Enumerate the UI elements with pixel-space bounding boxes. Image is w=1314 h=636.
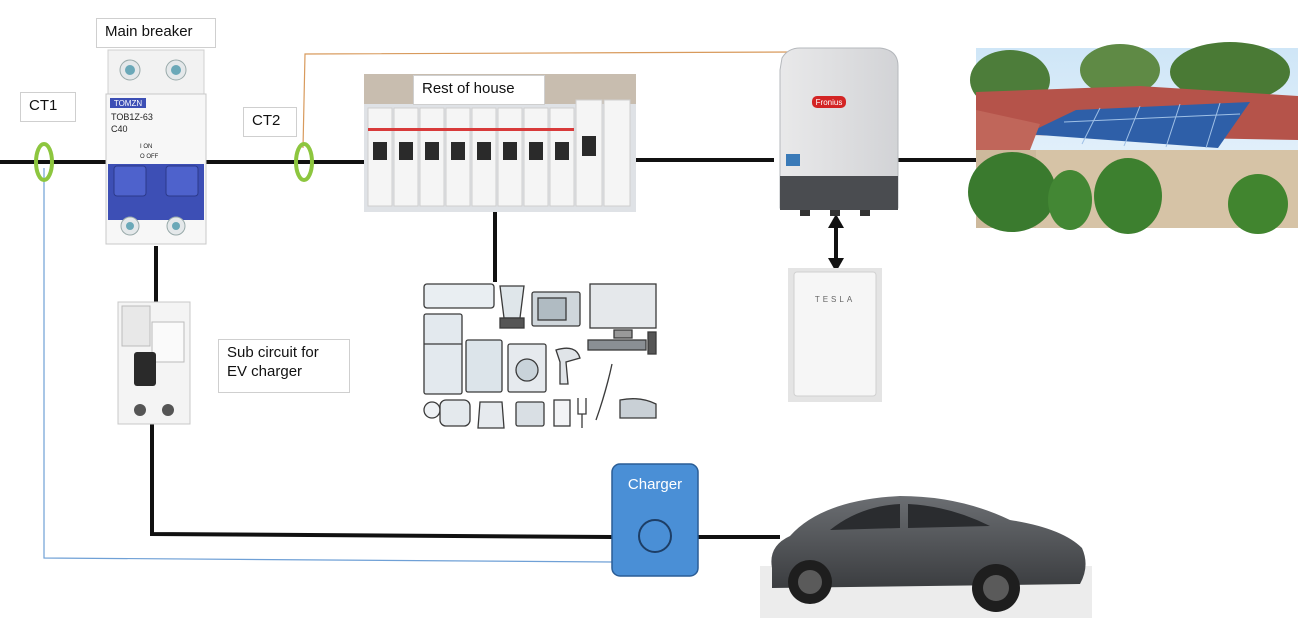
subcircuit-breaker-device <box>117 301 191 425</box>
inverter-device: Fronius <box>779 47 899 216</box>
ct2-signal-wire <box>302 51 796 149</box>
breaker-rating-text: C40 <box>111 124 128 134</box>
hair-dryer-icon <box>555 347 581 385</box>
inverter-brand-text: Fronius <box>816 98 843 107</box>
ct1-label: CT1 <box>20 92 76 122</box>
plug-icon <box>577 398 587 428</box>
subcircuit-to-charger-wire <box>150 424 613 539</box>
charger-label: Charger <box>627 476 683 493</box>
battery-brand-text: TESLA <box>815 295 855 304</box>
main-breaker-device: TOMZN TOB1Z-63 C40 I ON O OFF <box>105 49 207 245</box>
monitor-icon <box>589 283 657 329</box>
rest-of-house-label: Rest of house <box>413 75 545 105</box>
rice-cooker-icon <box>439 399 471 427</box>
remote-icon <box>647 331 657 355</box>
battery-device: TESLA <box>788 268 882 402</box>
washer-icon <box>465 339 503 393</box>
phone-icon <box>515 401 545 427</box>
air-conditioner-icon <box>423 283 495 309</box>
kettle-icon <box>477 401 505 429</box>
ev-charger-device <box>611 463 699 577</box>
breaker-on-text: I ON <box>140 144 152 150</box>
appliances-group <box>423 283 657 429</box>
breaker-model-text: TOB1Z-63 <box>111 112 153 122</box>
sub-circuit-label: Sub circuit for EV charger <box>218 339 350 393</box>
socket-icon <box>553 399 571 427</box>
ct2-ring <box>294 142 314 182</box>
breaker-off-text: O OFF <box>140 154 159 160</box>
ct1-ring <box>34 142 54 182</box>
breaker-brand-text: TOMZN <box>114 99 143 108</box>
dvd-player-icon <box>587 339 647 351</box>
solar-house-image <box>968 42 1298 234</box>
blender-icon <box>499 285 525 319</box>
electric-car-image <box>760 496 1092 618</box>
ct2-label: CT2 <box>243 107 297 137</box>
main-breaker-label: Main breaker <box>96 18 216 48</box>
ct1-signal-wire <box>43 168 613 563</box>
scale-icon <box>423 401 441 419</box>
fridge-icon <box>423 313 463 395</box>
inverter-battery-arrow <box>828 214 844 272</box>
vacuum-icon <box>595 363 657 421</box>
